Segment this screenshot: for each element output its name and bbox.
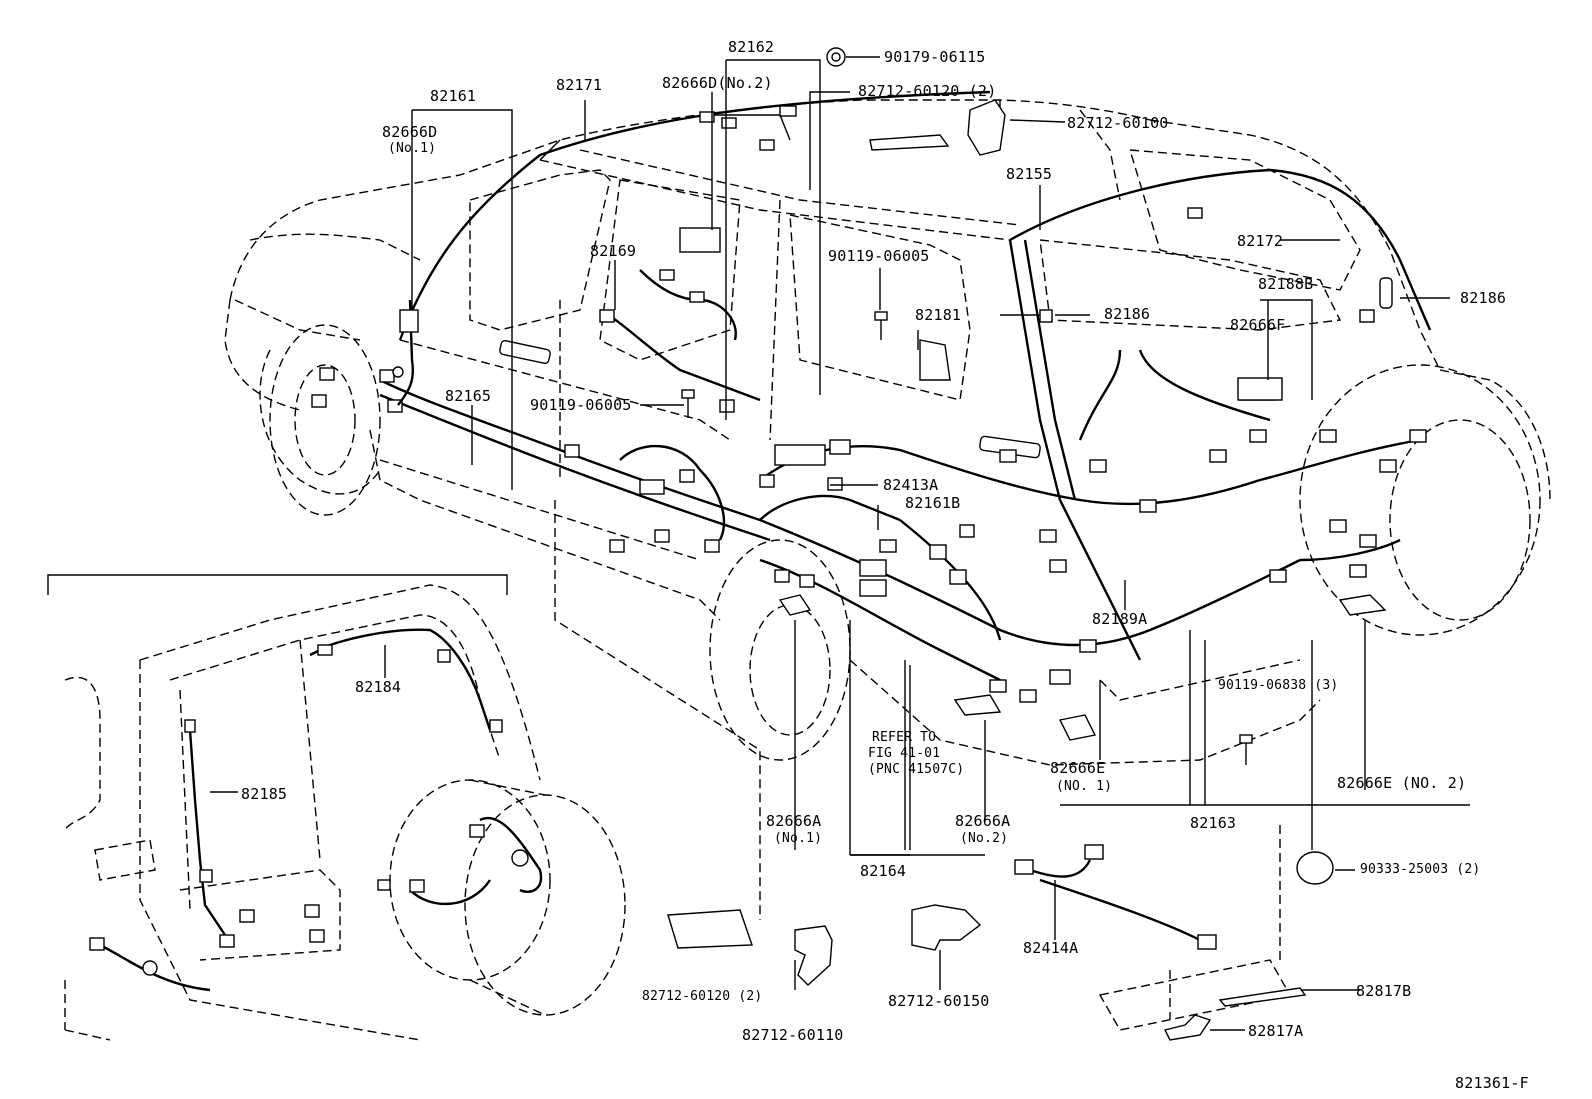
part-label-82666A-no1: 82666A: [766, 812, 822, 830]
part-label-82188B: 82188B: [1258, 275, 1314, 293]
bolt-icon-top: [826, 47, 846, 67]
loose-parts: [667, 820, 1307, 1041]
part-label-82171: 82171: [556, 76, 603, 94]
part-label-82172: 82172: [1237, 232, 1284, 250]
part-label-82181: 82181: [915, 306, 962, 324]
part-label-82189A: 82189A: [1092, 610, 1148, 628]
part-label-82164: 82164: [860, 862, 907, 880]
part-label-90119-06838: 90119-06838 (3): [1218, 678, 1339, 693]
part-label-82712-60120-bottom: 82712-60120 (2): [642, 989, 763, 1004]
refer-note-line-3: (PNC 41507C): [868, 762, 965, 777]
catalog-code: 821361-F: [1455, 1074, 1529, 1092]
harness-floor-main: [311, 367, 1427, 703]
harness-roof-82171: [398, 90, 991, 341]
rear-view-inset: [47, 574, 626, 1041]
clip-parts: [778, 99, 1387, 885]
harness-rear-82172: [1008, 168, 1432, 501]
part-label-82712-60120-top: 82712-60120 (2): [858, 82, 997, 100]
part-label-82712-60150: 82712-60150: [888, 992, 990, 1010]
front-wheel: [259, 324, 381, 516]
part-label-82666A-no2-suffix: (No.2): [960, 831, 1009, 846]
bolt-icon-left: [681, 389, 695, 418]
part-label-82666D-no1: 82666D: [382, 123, 438, 141]
part-label-82161: 82161: [430, 87, 477, 105]
part-label-82712-60100: 82712-60100: [1067, 114, 1169, 132]
part-label-82666D-no1-suffix: (No.1): [388, 141, 437, 156]
part-label-82186-right: 82186: [1460, 289, 1507, 307]
part-label-82184: 82184: [355, 678, 402, 696]
harness-front-82161: [392, 299, 419, 406]
part-label-82186-mid: 82186: [1104, 305, 1151, 323]
part-label-82666E-no1: 82666E: [1050, 759, 1106, 777]
part-label-82666E-no1-suffix: (NO. 1): [1056, 779, 1113, 794]
part-label-82414A: 82414A: [1023, 939, 1079, 957]
part-label-90119-06005-b: 90119-06005: [530, 396, 632, 414]
part-label-82666D-no2: 82666D(No.2): [662, 74, 773, 92]
part-label-90119-06005-a: 90119-06005: [828, 247, 930, 265]
part-label-82169: 82169: [590, 242, 637, 260]
harness-body-82169: [599, 227, 761, 402]
part-label-90333-25003: 90333-25003 (2): [1360, 862, 1481, 877]
part-label-82817B: 82817B: [1356, 982, 1412, 1000]
part-label-82155: 82155: [1006, 165, 1053, 183]
part-label-82161B: 82161B: [905, 494, 961, 512]
part-label-82666F: 82666F: [1230, 316, 1286, 334]
vehicle-body-outline: [224, 99, 1551, 920]
leader-lines: [210, 56, 1470, 1031]
part-label-82162: 82162: [728, 38, 775, 56]
part-label-82666A-no2: 82666A: [955, 812, 1011, 830]
refer-note-line-2: FIG 41-01: [868, 746, 941, 761]
refer-note-line-1: REFER TO: [872, 730, 937, 745]
part-label-82165: 82165: [445, 387, 492, 405]
part-label-82666E-no2: 82666E (NO. 2): [1337, 774, 1467, 792]
rear-wheel: [1299, 364, 1541, 636]
part-label-82163: 82163: [1190, 814, 1237, 832]
part-label-82413A: 82413A: [883, 476, 939, 494]
part-label-82712-60110: 82712-60110: [742, 1026, 844, 1044]
part-label-90179-06115: 90179-06115: [884, 48, 986, 66]
part-label-82666A-no1-suffix: (No.1): [774, 831, 823, 846]
bolt-icon-right: [1239, 734, 1253, 765]
bolt-icon-mid: [874, 311, 888, 340]
part-label-82817A: 82817A: [1248, 1022, 1304, 1040]
part-label-82185: 82185: [241, 785, 288, 803]
